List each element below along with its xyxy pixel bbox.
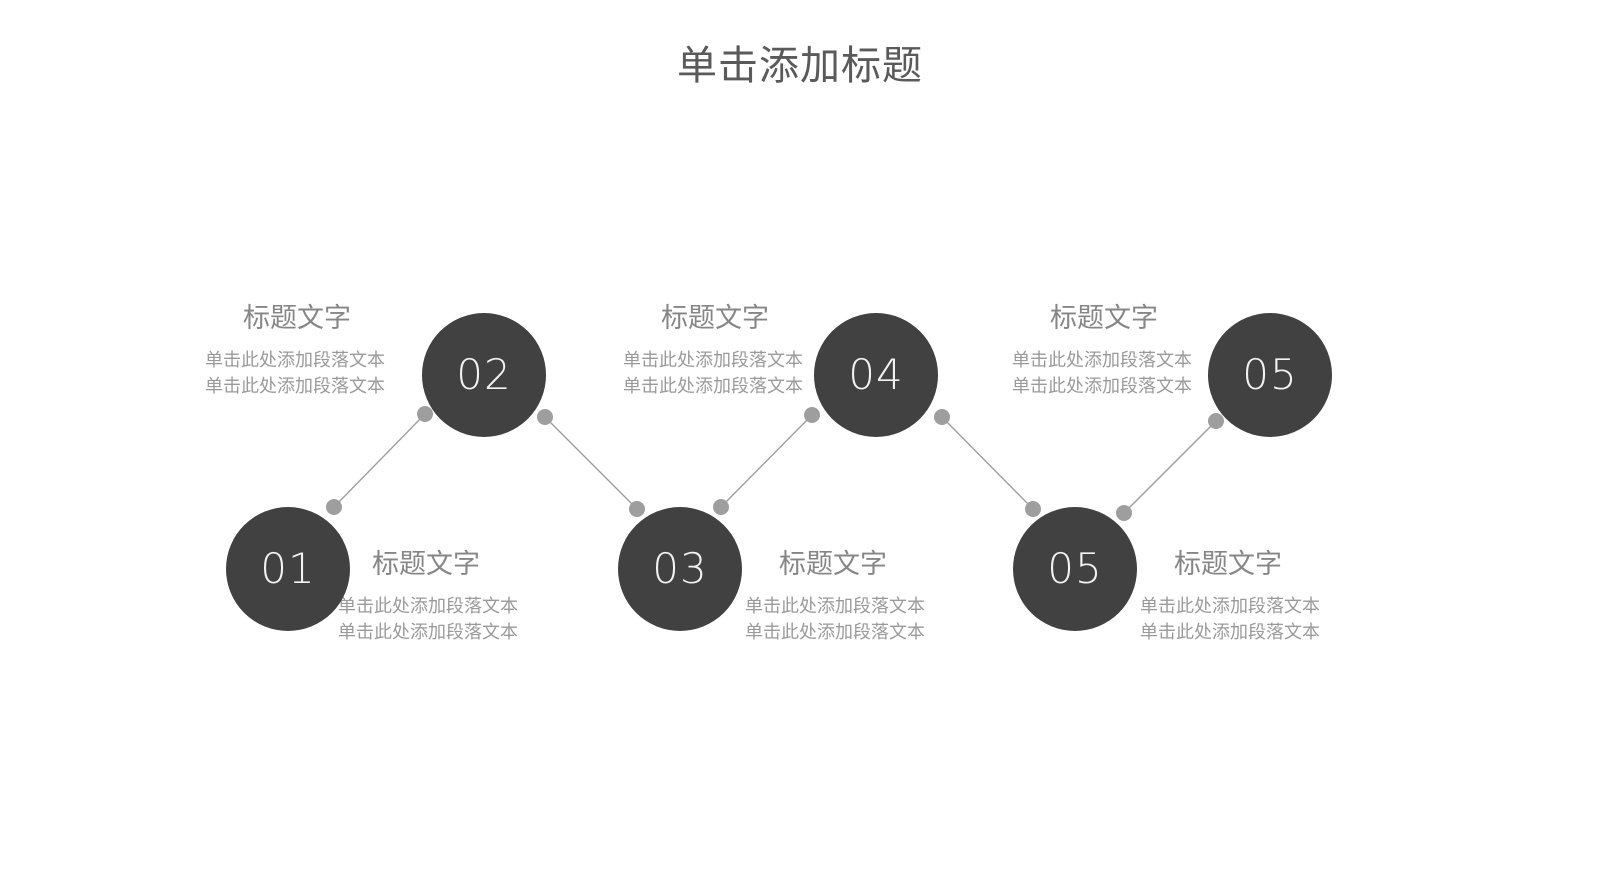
node-circle-05-top[interactable]: 05 (1208, 313, 1332, 437)
block-body-line1-05-top: 单击此处添加段落文本 (1012, 350, 1192, 371)
block-heading-03: 标题文字 (779, 549, 887, 580)
node-circle-04[interactable]: 04 (814, 313, 938, 437)
connector-dot-05-upper-right (1116, 505, 1132, 521)
node-number-04: 04 (848, 350, 904, 399)
text-block-05-bottom: 标题文字 单击此处添加段落文本 单击此处添加段落文本 (1140, 548, 1440, 646)
block-body-line1-03: 单击此处添加段落文本 (745, 596, 925, 617)
connector-line-01-02 (333, 413, 426, 508)
block-heading-05-top: 标题文字 (1050, 303, 1158, 334)
text-block-01: 标题文字 单击此处添加段落文本 单击此处添加段落文本 (338, 548, 638, 646)
node-number-02: 02 (456, 350, 512, 399)
block-body-line2-01: 单击此处添加段落文本 (338, 622, 518, 643)
block-body-line2-03: 单击此处添加段落文本 (745, 622, 925, 643)
connector-dot-02-lower-right (537, 409, 553, 425)
node-number-05-bottom: 05 (1047, 544, 1103, 593)
node-number-01: 01 (260, 544, 316, 593)
connector-dot-01-lower (326, 499, 342, 515)
connector-dot-05-upper-left (1025, 501, 1041, 517)
connector-line-03-04 (720, 414, 813, 508)
block-body-line1-02: 单击此处添加段落文本 (205, 350, 385, 371)
block-body-line1-01: 单击此处添加段落文本 (338, 596, 518, 617)
block-body-line2-05-bottom: 单击此处添加段落文本 (1140, 622, 1320, 643)
block-body-line2-05-top: 单击此处添加段落文本 (1012, 376, 1192, 397)
node-circle-02[interactable]: 02 (422, 313, 546, 437)
node-circle-05-bottom[interactable]: 05 (1013, 507, 1137, 631)
block-body-line1-04: 单击此处添加段落文本 (623, 350, 803, 371)
block-heading-02: 标题文字 (243, 303, 351, 334)
connector-dot-04-lower-right (934, 409, 950, 425)
block-heading-01: 标题文字 (372, 549, 480, 580)
text-block-04: 标题文字 单击此处添加段落文本 单击此处添加段落文本 (503, 302, 803, 400)
block-heading-05-bottom: 标题文字 (1174, 549, 1282, 580)
block-heading-04: 标题文字 (661, 303, 769, 334)
page-title: 单击添加标题 (677, 43, 923, 89)
connector-line-05-06 (1123, 420, 1217, 514)
connector-dot-03-upper-left (629, 501, 645, 517)
connector-line-04-05 (941, 416, 1034, 510)
connector-line-02-03 (544, 416, 638, 510)
node-circle-03[interactable]: 03 (618, 507, 742, 631)
connector-dot-04-lower-left (804, 407, 820, 423)
connector-dot-03-upper-right (713, 499, 729, 515)
text-block-02: 标题文字 单击此处添加段落文本 单击此处添加段落文本 (85, 302, 385, 400)
connector-dot-02-lower-left (417, 406, 433, 422)
text-block-05-top: 标题文字 单击此处添加段落文本 单击此处添加段落文本 (892, 302, 1192, 400)
block-body-line1-05-bottom: 单击此处添加段落文本 (1140, 596, 1320, 617)
node-number-05-top: 05 (1242, 350, 1298, 399)
node-circle-01[interactable]: 01 (226, 507, 350, 631)
text-block-03: 标题文字 单击此处添加段落文本 单击此处添加段落文本 (745, 548, 1045, 646)
node-number-03: 03 (652, 544, 708, 593)
block-body-line2-02: 单击此处添加段落文本 (205, 376, 385, 397)
connector-dot-06-lower (1208, 413, 1224, 429)
block-body-line2-04: 单击此处添加段落文本 (623, 376, 803, 397)
